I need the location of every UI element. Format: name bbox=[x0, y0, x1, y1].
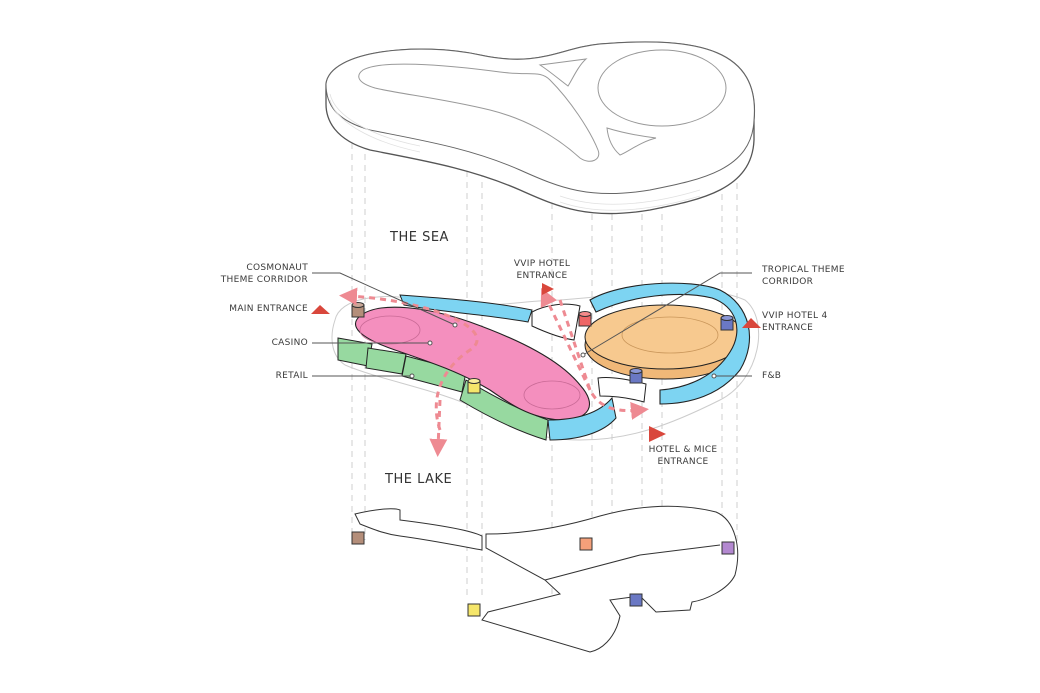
core-red bbox=[578, 311, 592, 327]
core-brown bbox=[351, 302, 365, 318]
core-purple bbox=[720, 315, 734, 331]
the-sea-label: THE SEA bbox=[390, 230, 449, 245]
core-yellow bbox=[467, 378, 481, 394]
core-orange-lower bbox=[579, 537, 593, 551]
roof-right-opening bbox=[597, 49, 727, 127]
retail-block-4 bbox=[459, 379, 549, 441]
leader-lines bbox=[312, 272, 752, 379]
hotel-mice-entrance-marker bbox=[649, 426, 666, 442]
core-brown-lower bbox=[351, 531, 365, 545]
vvip4-line-1: VVIP HOTEL 4 bbox=[762, 311, 828, 321]
tropical-floor bbox=[584, 304, 746, 370]
roof-layer bbox=[325, 41, 756, 215]
hotel-mice-line-2: ENTRANCE bbox=[657, 457, 709, 467]
fb-ring bbox=[589, 282, 751, 405]
tropical-line-2: CORRIDOR bbox=[762, 277, 814, 287]
roof-top bbox=[325, 41, 755, 195]
roof-skylight-2 bbox=[606, 127, 657, 156]
vvip-hotel-line-2: ENTRANCE bbox=[516, 271, 568, 281]
the-lake-label: THE LAKE bbox=[385, 472, 453, 487]
retail-label: RETAIL bbox=[275, 371, 308, 381]
vvip-hotel-4-entrance-marker bbox=[742, 318, 761, 328]
core-yellow-lower bbox=[467, 603, 481, 617]
tropical-corridor-label: TROPICAL THEME CORRIDOR bbox=[762, 264, 845, 288]
cosmonaut-corridor-label: COSMONAUT THEME CORRIDOR bbox=[200, 262, 308, 286]
core-blue bbox=[629, 368, 643, 384]
cosmonaut-line-1: COSMONAUT bbox=[246, 263, 308, 273]
vvip-hotel-4-entrance-label: VVIP HOTEL 4 ENTRANCE bbox=[762, 310, 828, 334]
fb-corridor-north bbox=[399, 294, 533, 323]
vvip-hotel-entrance-label: VVIP HOTEL ENTRANCE bbox=[512, 258, 572, 282]
cosmonaut-line-2: THEME CORRIDOR bbox=[220, 275, 308, 285]
flow-arrows bbox=[339, 287, 649, 457]
main-entrance-label: MAIN ENTRANCE bbox=[229, 304, 308, 314]
vvip-hotel-line-1: VVIP HOTEL bbox=[513, 259, 571, 269]
lower-floor-layer bbox=[351, 505, 739, 653]
main-floor-layer bbox=[311, 272, 761, 457]
core-blue-lower bbox=[629, 593, 643, 607]
roof-skylight-1 bbox=[538, 58, 588, 87]
casino-label: CASINO bbox=[271, 338, 308, 348]
tropical-line-1: TROPICAL THEME bbox=[762, 265, 845, 275]
fb-corridor-south bbox=[547, 396, 617, 441]
fb-label: F&B bbox=[762, 371, 782, 381]
roof-left-opening bbox=[358, 63, 600, 162]
vvip-hotel-entrance-marker bbox=[542, 283, 554, 295]
hotel-mice-line-1: HOTEL & MICE bbox=[648, 445, 718, 455]
vvip4-line-2: ENTRANCE bbox=[762, 323, 814, 333]
main-entrance-marker bbox=[311, 305, 330, 314]
hotel-mice-entrance-label: HOTEL & MICE ENTRANCE bbox=[648, 444, 718, 468]
core-purple-lower bbox=[721, 541, 735, 555]
